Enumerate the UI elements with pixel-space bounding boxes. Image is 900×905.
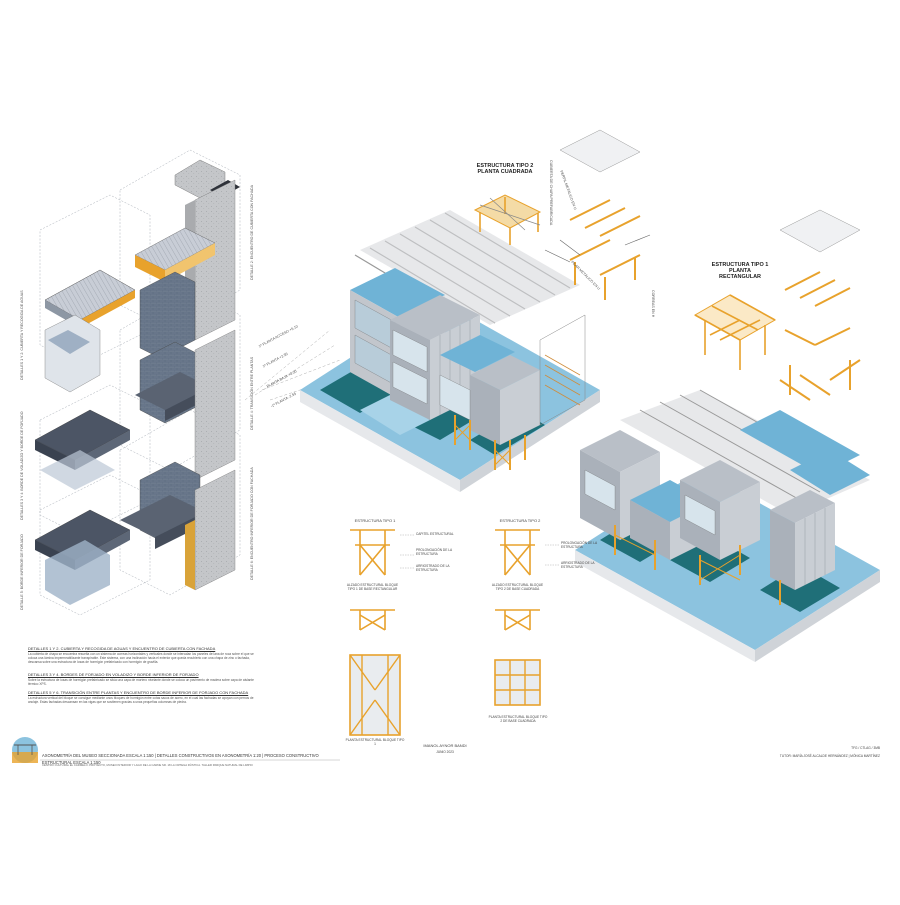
- callout-extension-2: PROLONGACIÓN DE LA ESTRUCTURA: [561, 541, 597, 549]
- sheet-date: JUNIO 2023: [436, 750, 454, 754]
- structure-elevations: [349, 529, 560, 736]
- project-logo: [12, 737, 38, 763]
- plan-note-1: PLANTA ESTRUCTURAL BLOQUE TIPO 1: [345, 738, 405, 746]
- axonometric-museum-2: [575, 389, 880, 662]
- callout-capital: CAPITEL ESTRUCTURAL: [416, 532, 454, 536]
- callout-extension: PROLONGACIÓN DE LA ESTRUCTURA: [416, 548, 452, 556]
- plan-note-2: PLANTA ESTRUCTURAL BLOQUE TIPO 2 DE BASE…: [488, 715, 548, 723]
- elevation-note-2: ALZADO ESTRUCTURAL BLOQUE TIPO 2 DE BASE…: [491, 583, 544, 591]
- note-heading-3: DETALLES 5 Y 6. TRANSICIÓN ENTRE PLANTAS…: [28, 690, 249, 695]
- axonometric-museum-1: [300, 210, 600, 492]
- course-code: TFG / CTLAG / 3MB: [851, 746, 880, 750]
- construction-details: [34, 149, 241, 616]
- detail-label-4: DETALLE 2: ENCUENTRO DE CUBIERTA CON FAC…: [250, 184, 254, 280]
- structure-type-1: [693, 209, 861, 401]
- elevation-note-1: ALZADO ESTRUCTURAL BLOQUE TIPO 1 DE BASE…: [346, 583, 399, 591]
- exploded-label-roof: CUBIERTA DE CHAPA PREFABRICADA: [549, 160, 553, 226]
- author-name: IMANOL AYNOR BANDI: [423, 743, 467, 748]
- note-heading-2: DETALLES 3 Y 4. BORDES DE FORJADO EN VOL…: [28, 672, 199, 677]
- callout-bracing: ARRIOSTRADO DE LA ESTRUCTURA: [416, 564, 450, 572]
- structure-type-2: [473, 129, 651, 300]
- callout-bracing-2: ARRIOSTRADO DE LA ESTRUCTURA: [561, 561, 595, 569]
- structure-type-2-title: ESTRUCTURA TIPO 2 PLANTA CUADRADA: [476, 163, 534, 175]
- tutors: TUTOR: MARÍA JOSÉ ALCALDE HERNÁNDEZ | MÓ…: [779, 754, 880, 758]
- note-body-2: Sobre la estructura de losas de hormigón…: [28, 678, 254, 686]
- type-2-elevation-title: ESTRUCTURA TIPO 2: [499, 518, 541, 523]
- structure-type-1-title: ESTRUCTURA TIPO 1 PLANTA RECTANGULAR: [711, 262, 769, 280]
- note-body-1: La cubierta de chapa se encuentra resuel…: [28, 652, 254, 664]
- note-body-3: La estructura vertical del bloque se con…: [28, 696, 254, 704]
- note-heading-1: DETALLES 1 Y 2. CUBIERTA Y RECOGIDA DE A…: [28, 646, 216, 651]
- detail-label-6: DETALLE 6: ENCUENTRO INFERIOR DE FORJADO…: [250, 467, 254, 580]
- detail-label-3: DETALLE 5: BORDE INFERIOR DE FORJADO: [20, 534, 24, 610]
- sheet-title: AXONOMETRÍA DEL MUSEO SECCIONADA ESCALA …: [42, 753, 319, 765]
- detail-label-5: DETALLE 4: TRANSICIÓN ENTRE PLANTAS: [250, 356, 254, 430]
- detail-label-1: DETALLES 1 Y 2: CUBIERTA Y RECOGIDA DE A…: [20, 290, 24, 380]
- sheet-subtitle: CENTRO CULTURAL EL CARMELO. PROYECTO, MU…: [42, 763, 253, 767]
- exploded-label-purlins: CORREAS EN H: [651, 290, 655, 318]
- detail-label-2: DETALLES 3 Y 4: BORDE DE VOLADIZO Y BORD…: [20, 411, 24, 520]
- type-1-elevation-title: ESTRUCTURA TIPO 1: [354, 518, 396, 523]
